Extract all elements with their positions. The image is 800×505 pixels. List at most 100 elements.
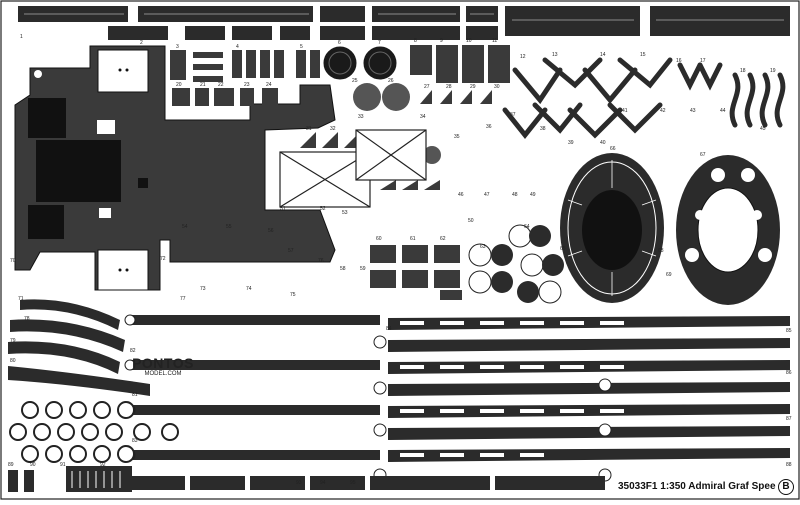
part-number: 55	[226, 224, 232, 230]
part-number: 95	[350, 480, 356, 486]
part-number: 19	[770, 68, 776, 74]
part-number: 63	[480, 244, 486, 250]
part-number: 30	[494, 84, 500, 90]
oval-platform-left	[560, 153, 664, 303]
part-number: 14	[600, 52, 606, 58]
part-number: 84	[386, 326, 392, 332]
part-number: 68	[658, 248, 664, 254]
part-number: 22	[218, 82, 224, 88]
part-number: 89	[8, 462, 14, 468]
part-number: 93	[296, 480, 302, 486]
part-number: 81	[132, 392, 138, 398]
part-number: 11	[492, 38, 497, 44]
part-number: 56	[268, 228, 274, 234]
part-number: 40	[600, 140, 606, 146]
part-number: 90	[30, 462, 36, 468]
part-number: 26	[388, 78, 394, 84]
part-number: 21	[200, 82, 206, 88]
part-number: 27	[424, 84, 430, 90]
part-number: 35	[454, 134, 460, 140]
part-number: 42	[660, 108, 666, 114]
part-number: 17	[700, 58, 706, 64]
part-number: 82	[130, 348, 136, 354]
part-number: 57	[288, 248, 294, 254]
part-number: 60	[376, 236, 382, 242]
part-number: 31	[306, 126, 312, 132]
part-number: 51	[280, 206, 286, 212]
brand-logo: PONTOS MODEL.COM	[128, 356, 198, 377]
part-number: 67	[700, 152, 706, 158]
bottom-parts	[8, 466, 605, 492]
part-number: 36	[486, 124, 492, 130]
part-number: 33	[358, 114, 364, 120]
part-number: 74	[246, 286, 252, 292]
part-number: 94	[320, 480, 326, 486]
fret-letter-badge: B	[778, 479, 794, 495]
part-number: 2	[140, 40, 143, 46]
part-number: 69	[666, 272, 672, 278]
part-number: 37	[510, 112, 516, 118]
part-number: 23	[244, 82, 250, 88]
part-number: 72	[160, 256, 166, 262]
part-number: 85	[786, 328, 792, 334]
part-number: 71	[18, 296, 24, 302]
small-parts	[170, 45, 510, 106]
part-number: 10	[466, 38, 472, 44]
part-number: 64	[524, 224, 530, 230]
part-number: 70	[10, 258, 16, 264]
product-scale: 1:350	[660, 481, 686, 492]
part-number: 20	[176, 82, 182, 88]
part-number: 59	[360, 266, 366, 272]
part-number: 7	[378, 40, 381, 46]
crane-parts	[502, 57, 786, 140]
part-number: 88	[786, 462, 792, 468]
part-number: 61	[410, 236, 416, 242]
part-number: 49	[530, 192, 536, 198]
part-number: 48	[512, 192, 518, 198]
discs	[468, 224, 564, 304]
part-number: 47	[484, 192, 490, 198]
part-number: 52	[320, 206, 326, 212]
part-number: 83	[132, 438, 138, 444]
part-number: 41	[622, 108, 628, 114]
part-number: 58	[340, 266, 346, 272]
part-number: 34	[420, 114, 426, 120]
part-number: 6	[338, 40, 341, 46]
ring-parts	[9, 401, 179, 463]
part-number: 15	[640, 52, 646, 58]
part-number: 16	[676, 58, 682, 64]
brand-name: PONTOS	[132, 355, 194, 371]
part-number: 9	[440, 38, 443, 44]
brand-site: MODEL.COM	[144, 371, 182, 377]
part-number: 32	[330, 126, 336, 132]
deck-plate	[14, 45, 336, 291]
part-number: 18	[740, 68, 746, 74]
product-code: 35033F1	[618, 481, 658, 492]
grate-panels	[370, 245, 462, 300]
part-number: 45	[760, 126, 766, 132]
part-number: 39	[568, 140, 574, 146]
part-number: 50	[468, 218, 474, 224]
part-number: 77	[180, 296, 186, 302]
part-number: 66	[610, 146, 616, 152]
part-number: 87	[786, 416, 792, 422]
part-number: 8	[414, 38, 417, 44]
part-number: 78	[24, 316, 30, 322]
part-number: 13	[552, 52, 558, 58]
curved-railings	[8, 299, 150, 396]
part-number: 62	[440, 236, 446, 242]
long-tapered-parts	[124, 314, 790, 482]
part-number: 25	[352, 78, 358, 84]
part-number: 12	[520, 54, 526, 60]
part-number: 54	[182, 224, 188, 230]
part-number: 1	[20, 34, 23, 40]
part-number: 75	[290, 292, 296, 298]
product-label: 35033F1 1:350 Admiral Graf Spee	[618, 481, 776, 492]
part-number: 76	[318, 258, 324, 264]
part-number: 79	[10, 338, 16, 344]
round-hatches	[322, 45, 441, 164]
part-number: 5	[300, 44, 303, 50]
